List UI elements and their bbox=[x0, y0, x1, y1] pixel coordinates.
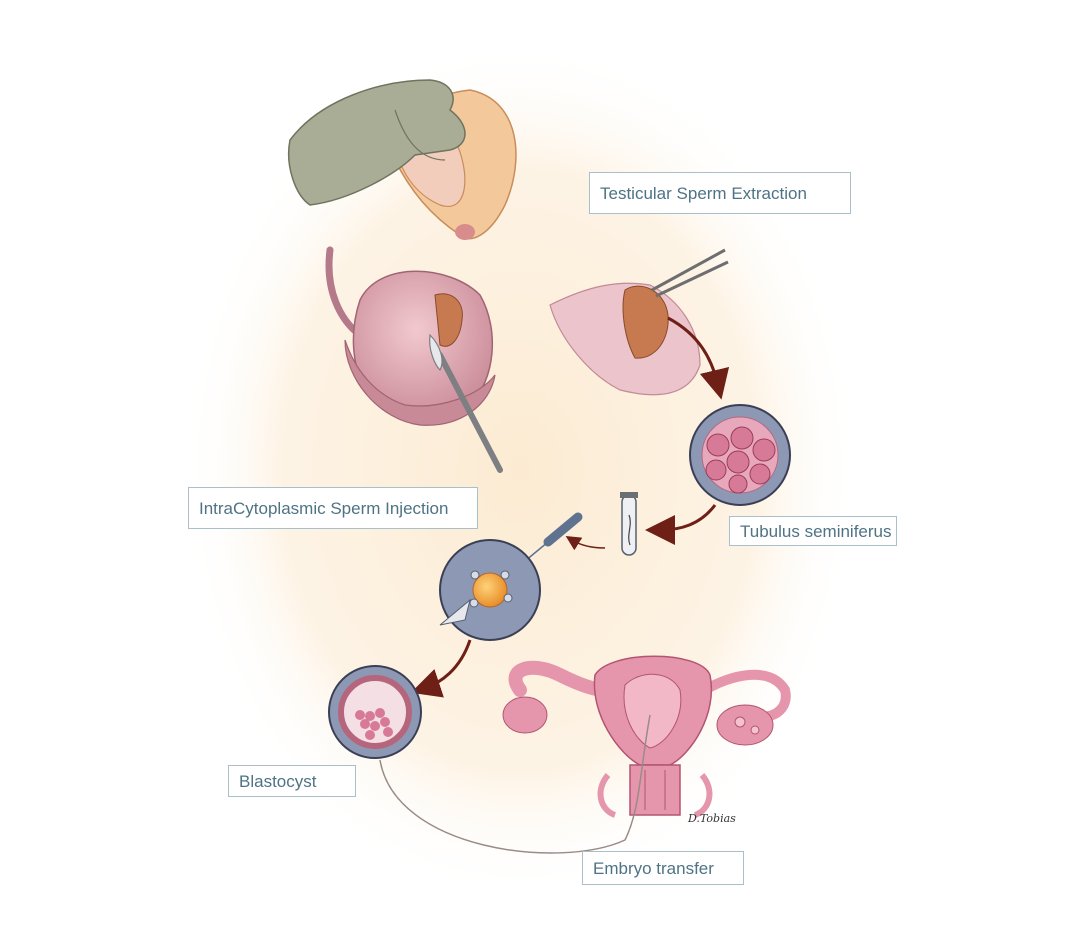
uterus-illustration bbox=[502, 655, 791, 818]
testis-incision-illustration bbox=[325, 246, 503, 473]
arrow-to-tube bbox=[645, 504, 717, 545]
arrow-to-micropipette bbox=[565, 536, 606, 551]
extracted-tissue-illustration bbox=[549, 248, 729, 396]
gloved-hand-scrotum-illustration bbox=[288, 79, 517, 240]
label-tubulus-seminiferus: Tubulus seminiferus bbox=[729, 516, 897, 546]
blastocyst-circle bbox=[328, 665, 422, 759]
embryo-transfer-catheter bbox=[379, 714, 651, 854]
label-icsi: IntraCytoplasmic Sperm Injection bbox=[188, 487, 478, 529]
icsi-oocyte-circle bbox=[439, 539, 541, 641]
arrow-to-blastocyst bbox=[410, 639, 472, 698]
artist-signature: D.Tobias bbox=[688, 812, 736, 825]
arrow-to-tubulus bbox=[667, 316, 730, 400]
label-embryo-transfer: Embryo transfer bbox=[582, 851, 744, 885]
label-blastocyst: Blastocyst bbox=[228, 765, 356, 797]
tubulus-seminiferus-circle bbox=[689, 404, 791, 506]
label-testicular-sperm-extraction: Testicular Sperm Extraction bbox=[589, 172, 851, 214]
test-tube-icon bbox=[620, 492, 638, 556]
